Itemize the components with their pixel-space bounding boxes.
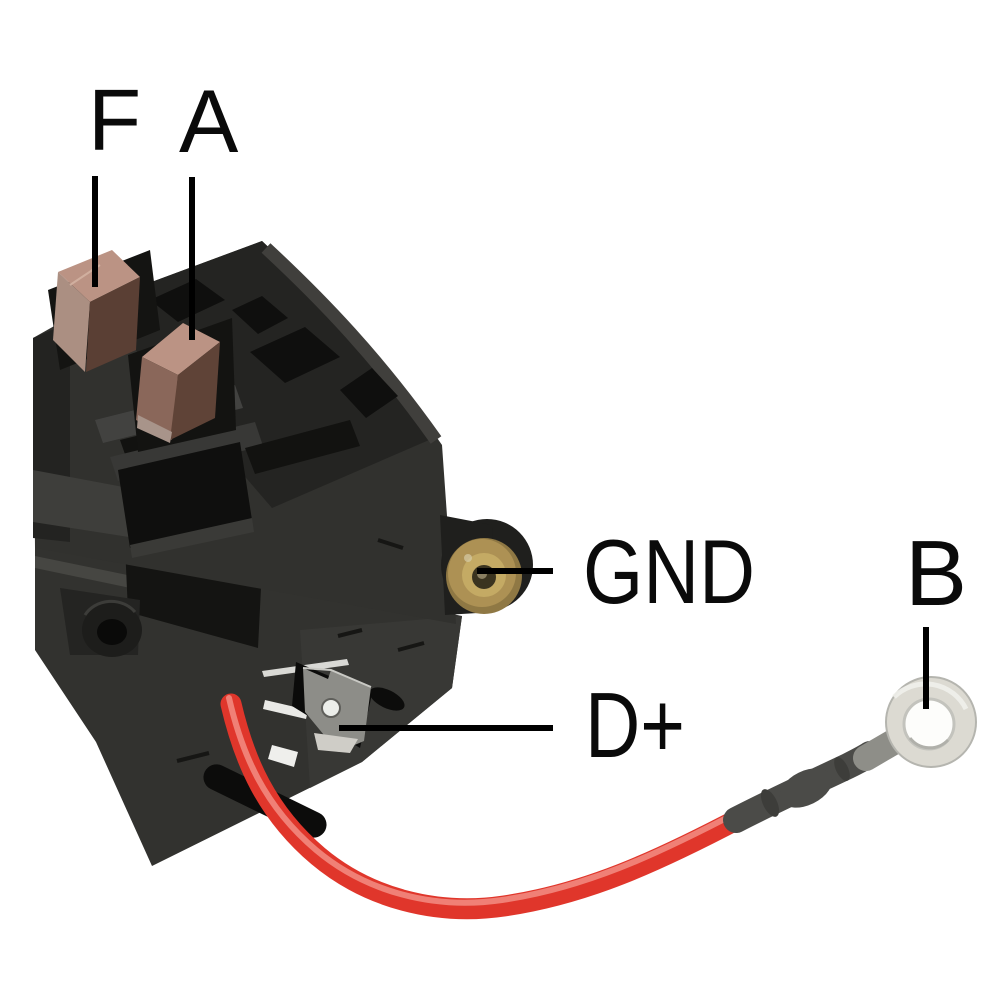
output-lead: [220, 693, 915, 920]
terminal-label-F: F: [88, 72, 141, 169]
mold-dash-3: [397, 641, 425, 652]
body-recess-rim: [130, 518, 254, 558]
heat-shrink-band-2: [834, 757, 850, 781]
brush-a-side: [170, 342, 220, 440]
brush-f-side: [86, 277, 140, 372]
terminal-label-B: B: [905, 521, 967, 625]
terminal-label-D+: D+: [585, 673, 685, 777]
top-recess-1: [150, 279, 225, 322]
regulator-device: [33, 241, 977, 920]
boss-highlight: [83, 599, 137, 616]
body-corner-highlight: [261, 243, 442, 444]
body-open-recess: [118, 442, 252, 548]
heat-shrink-band-1: [760, 789, 780, 817]
flange-cutout-sliver-2: [263, 700, 308, 719]
mold-dash-1: [176, 751, 210, 763]
flange-cutout-sliver-3: [268, 745, 298, 767]
mounting-boss: [60, 588, 142, 657]
spade-edge-highlight: [302, 667, 372, 688]
brush-a-foot: [137, 415, 172, 443]
top-recess-4: [340, 368, 398, 418]
brush-f-front: [53, 272, 90, 372]
terminal-label-A: A: [179, 71, 239, 171]
brush-a-top: [142, 323, 220, 375]
boss-hole: [97, 619, 127, 645]
spade-tip: [314, 733, 358, 753]
spade-hole: [321, 698, 341, 718]
mold-dash-2: [337, 628, 363, 638]
terminal-label-GND: GND: [583, 522, 755, 623]
ring-terminal-highlight: [892, 681, 969, 711]
heat-shrink-bulge: [779, 768, 833, 808]
gnd-grommet: [440, 515, 533, 615]
ring-terminal: [885, 676, 977, 768]
red-wire-highlight: [226, 695, 741, 906]
carbon-brush-f: [48, 250, 160, 372]
body-groove-2: [245, 420, 360, 474]
top-recess-2: [232, 296, 288, 334]
flange-slot-small: [369, 687, 405, 711]
mold-dash-4: [377, 538, 404, 550]
brush-f-top: [58, 250, 140, 302]
top-recess-3: [250, 327, 340, 383]
regulator-body: [33, 241, 456, 624]
ring-hole-shadow: [908, 737, 950, 750]
grommet-highlight: [464, 554, 472, 562]
carbon-brush-a: [128, 318, 236, 452]
flange-arm-highlight: [35, 556, 142, 590]
